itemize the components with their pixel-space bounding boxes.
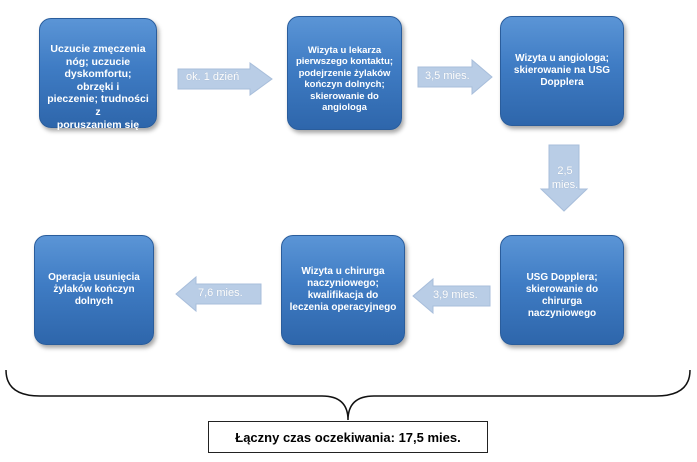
- step-angiologist-line-3: Dopplera: [540, 77, 584, 88]
- step-angiologist-line-2: skierowanie na USG: [513, 65, 611, 76]
- step-gp-visit: Wizyta u lekarza pierwszego kontaktu; po…: [287, 16, 402, 130]
- arrow-left-shape: [175, 275, 262, 313]
- step-surgery: Operacja usunięcia żylaków kończyn dolny…: [34, 235, 154, 345]
- arrow-label-1: ok. 1 dzień: [186, 71, 240, 83]
- step-gp-visit-line-5: skierowanie do angiologa: [310, 90, 379, 113]
- curly-brace: [5, 369, 691, 421]
- step-doppler-line-2: skierowanie do: [525, 284, 599, 295]
- total-waiting-time: Łączny czas oczekiwania: 17,5 mies.: [208, 421, 488, 453]
- arrow-down-shape: [539, 144, 589, 212]
- arrow-label-5: 7,6 mies.: [198, 287, 243, 299]
- step-gp-visit-line-2: pierwszego kontaktu;: [295, 56, 394, 68]
- step-symptoms-line-1: Uczucie zmęczenia: [50, 43, 146, 55]
- step-symptoms-line-5: poruszaniem się: [56, 118, 140, 131]
- step-gp-visit-line-4: kończyn dolnych;: [304, 79, 385, 91]
- arrow-label-3-line-2: mies.: [551, 178, 579, 191]
- step-angiologist-visit: Wizyta u angiologa; skierowanie na USG D…: [500, 16, 624, 126]
- step-symptoms: Uczucie zmęczenia nóg; uczucie dyskomfor…: [39, 18, 157, 131]
- step-surgery-line-1: Operacja usunięcia: [48, 272, 140, 283]
- step-surgeon-line-3: kwalifikacja do: [307, 290, 379, 301]
- step-gp-visit-line-1: Wizyta u lekarza: [307, 45, 382, 56]
- arrow-label-4: 3,9 mies.: [433, 289, 478, 301]
- arrow-right-shape: [177, 62, 273, 96]
- step-surgery-line-3: dolnych: [74, 296, 114, 307]
- step-surgeon-line-4: leczenia operacyjnego: [289, 302, 397, 313]
- step-doppler-line-1: USG Dopplera;: [526, 272, 598, 283]
- arrow-left-shape: [412, 277, 491, 315]
- total-label: Łączny czas oczekiwania:: [235, 429, 395, 445]
- step-symptoms-line-2: nóg; uczucie: [65, 55, 131, 68]
- step-gp-visit-line-3: podejrzenie żylaków: [298, 67, 391, 79]
- arrow-right-shape: [417, 58, 493, 96]
- step-doppler-usg: USG Dopplera; skierowanie do chirurga na…: [500, 235, 624, 345]
- step-symptoms-line-4: pieczenie; trudności z: [47, 93, 149, 118]
- step-doppler-line-3: chirurga naczyniowego: [527, 296, 597, 319]
- step-surgery-line-2: żylaków kończyn: [53, 284, 135, 295]
- arrow-label-2: 3,5 mies.: [425, 70, 470, 82]
- step-surgeon-visit: Wizyta u chirurga naczyniowego; kwalifik…: [281, 235, 405, 345]
- step-symptoms-line-3: dyskomfortu; obrzęki i: [64, 68, 132, 93]
- arrow-label-3: 2,5 mies.: [549, 165, 581, 193]
- step-surgeon-line-2: naczyniowego;: [307, 278, 379, 289]
- step-angiologist-line-1: Wizyta u angiologa;: [515, 53, 609, 64]
- arrow-label-3-line-1: 2,5: [557, 165, 573, 177]
- step-surgeon-line-1: Wizyta u chirurga: [301, 266, 385, 277]
- total-value: 17,5 mies.: [398, 429, 461, 445]
